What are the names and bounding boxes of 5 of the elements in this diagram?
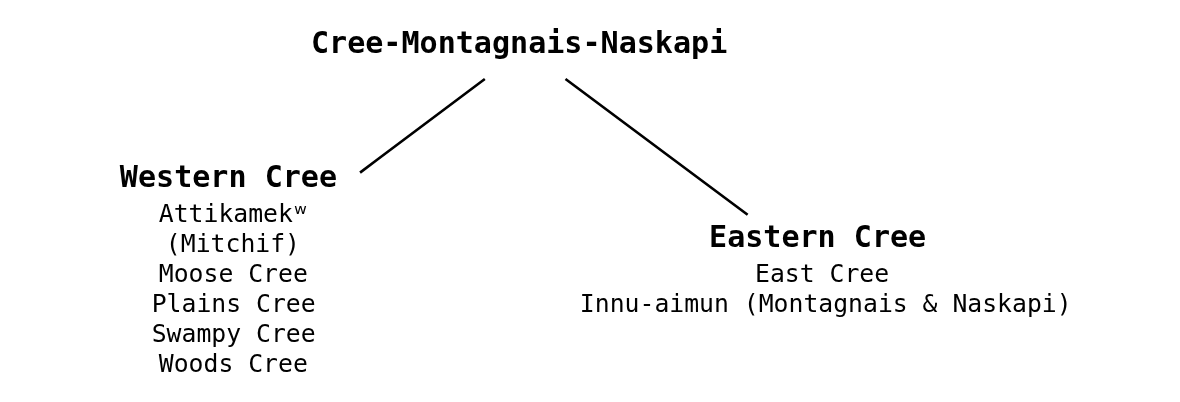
node-text: Eastern Cree East Cree Innu-aimun (Montagnais & Naskapi) — [579, 219, 1072, 318]
node-text: Western Cree Attikamekʷ (Mitchif) Moose Cree Plains Cree Swampy Cree Woods Cree — [119, 159, 337, 379]
connector — [564, 77, 748, 216]
node-text: Cree-Montagnais-Naskapi — [310, 25, 727, 61]
connector — [358, 77, 486, 174]
